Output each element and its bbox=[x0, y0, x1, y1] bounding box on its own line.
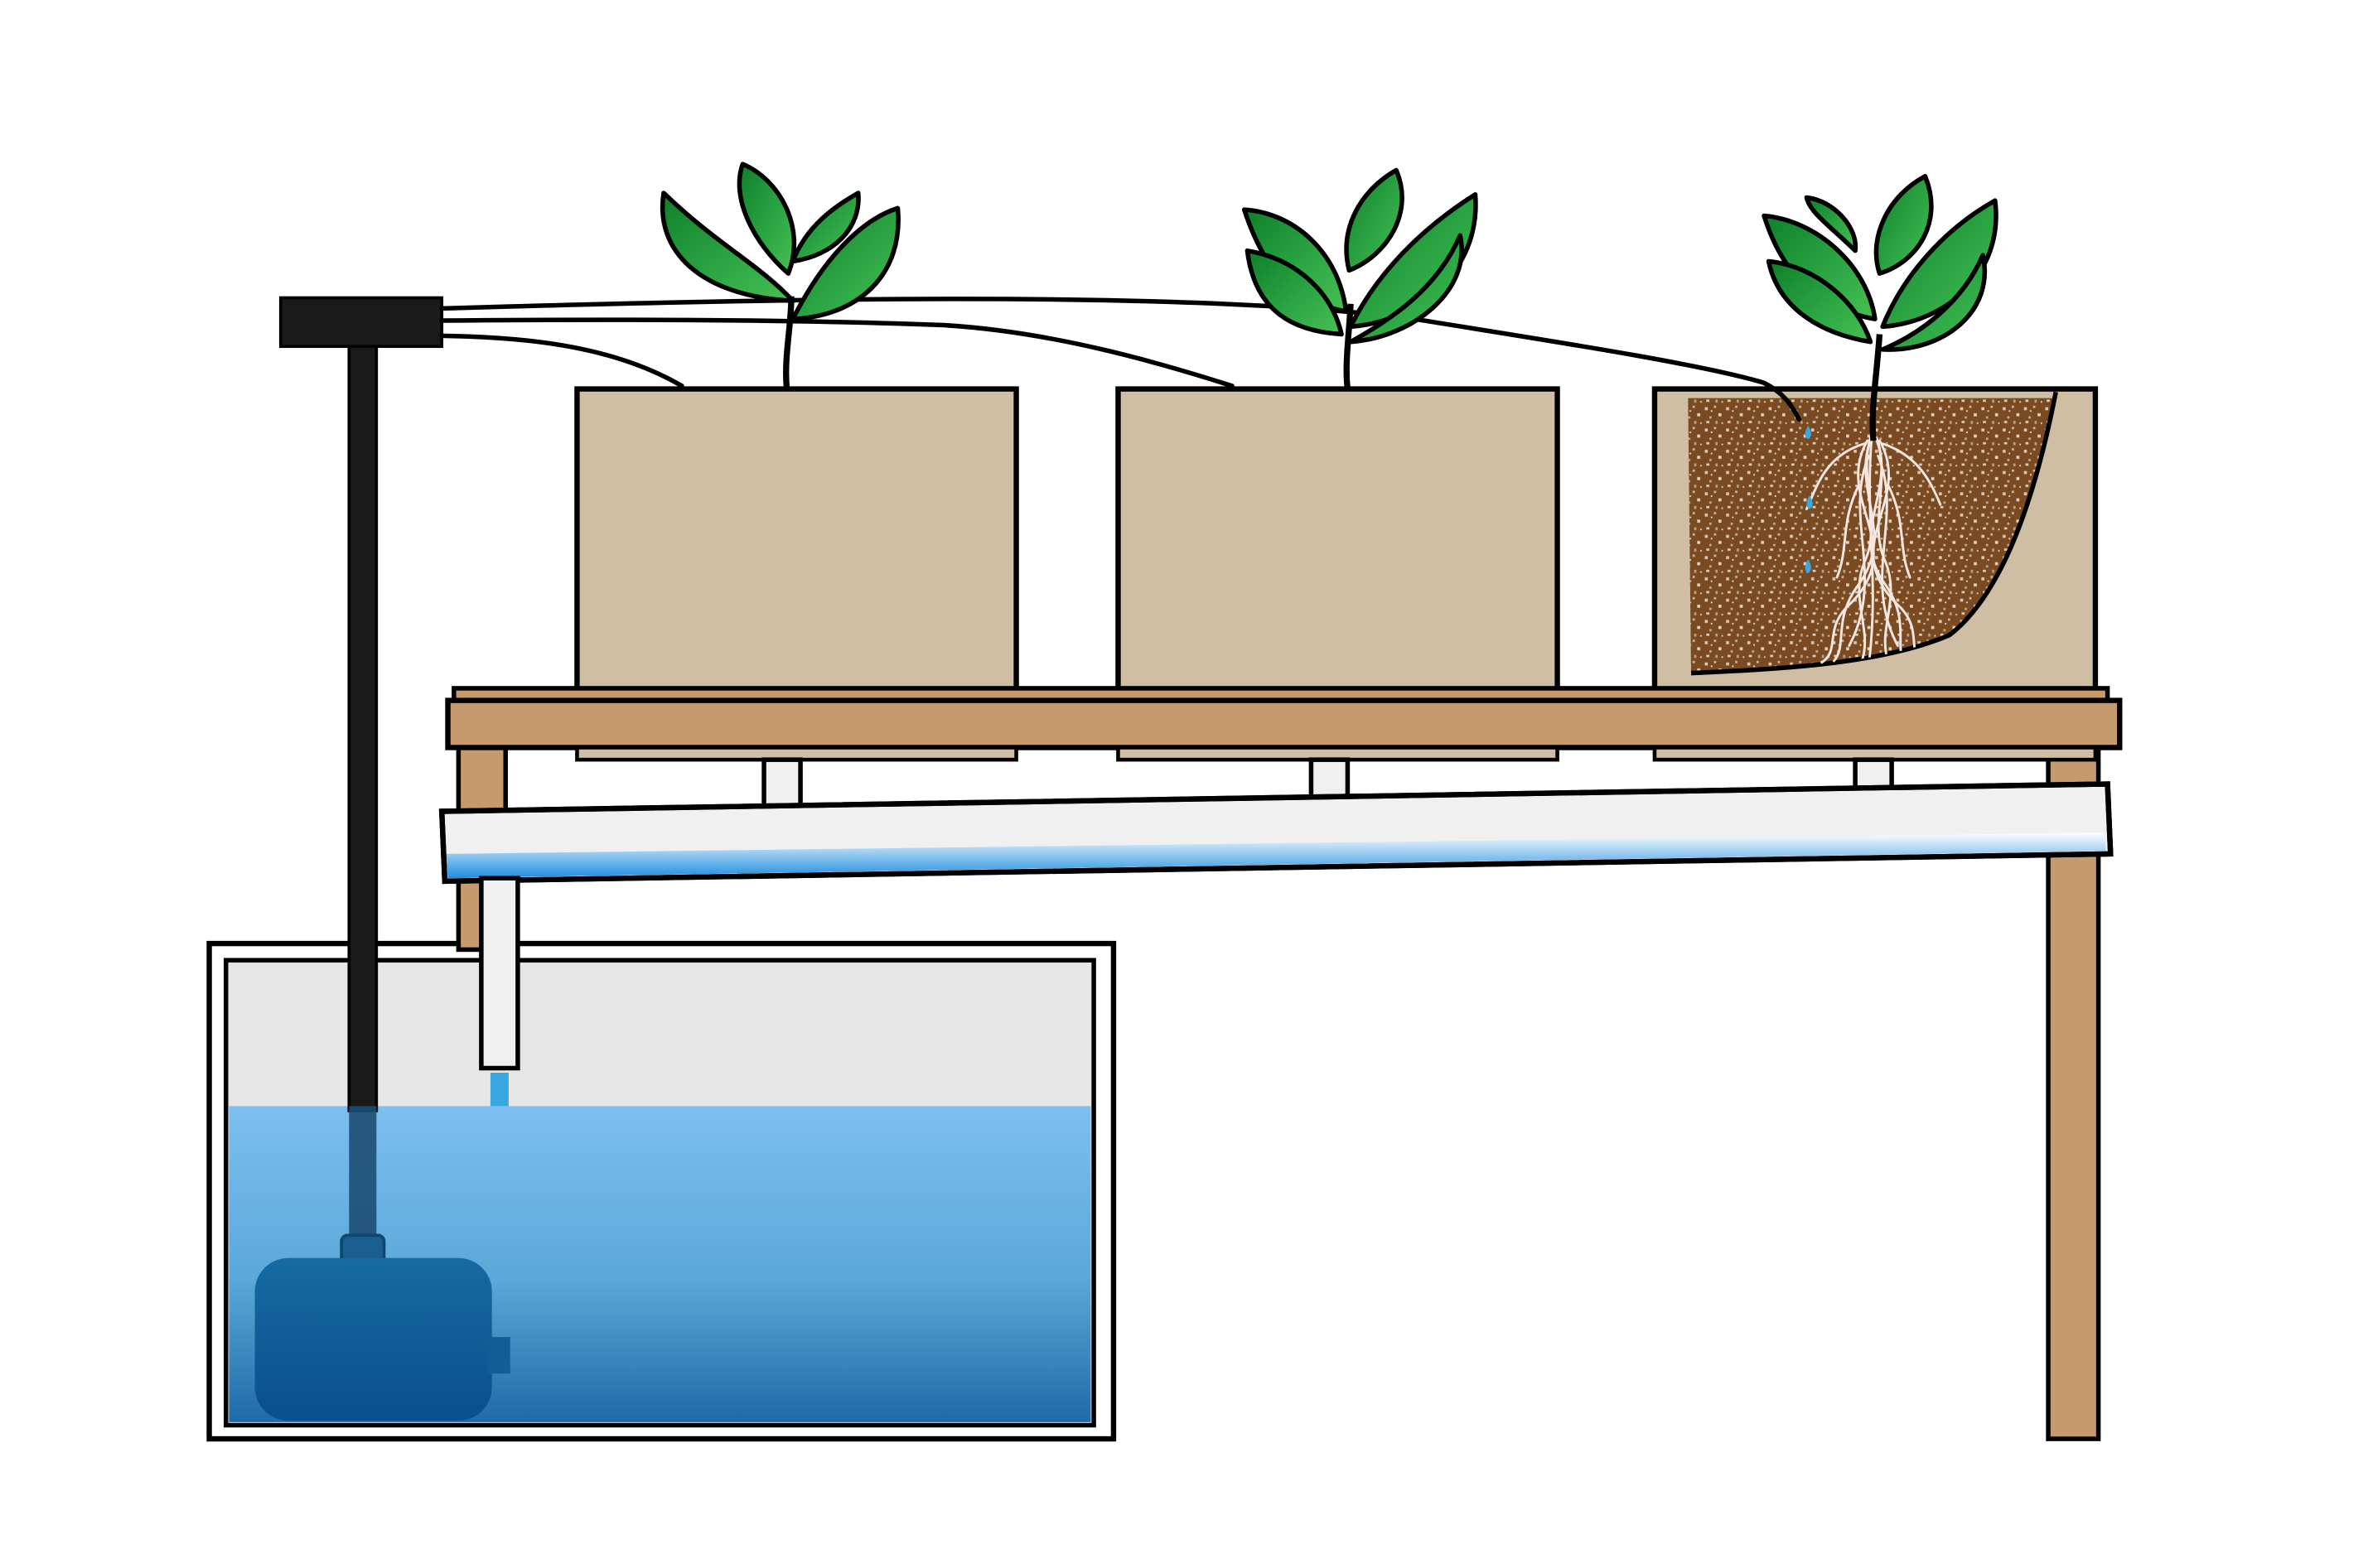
leaf bbox=[1873, 174, 1934, 276]
drip-manifold bbox=[278, 296, 444, 349]
leaf bbox=[1880, 198, 1998, 330]
water-drip bbox=[1806, 495, 1813, 509]
growing-medium-cutaway bbox=[1688, 391, 2058, 676]
water-drip bbox=[1805, 559, 1811, 573]
plant-stem bbox=[1869, 334, 1883, 441]
leaf bbox=[1766, 258, 1873, 345]
grow-containers bbox=[574, 386, 2099, 703]
leaf bbox=[790, 191, 861, 264]
leaf bbox=[1804, 195, 1858, 253]
leaf bbox=[1348, 233, 1464, 345]
water-drips bbox=[1805, 425, 1813, 573]
drip-line-1 bbox=[439, 333, 684, 388]
submersible-pump bbox=[254, 1257, 492, 1421]
leaf bbox=[1244, 248, 1344, 337]
leaf bbox=[737, 162, 797, 276]
soil-edge bbox=[1690, 391, 2058, 676]
plant-stem bbox=[783, 296, 795, 389]
grow-container-1 bbox=[574, 386, 1019, 703]
drip-line-2 bbox=[439, 317, 1235, 388]
plant-stem bbox=[1343, 303, 1354, 390]
grow-container-2 bbox=[1115, 386, 1560, 703]
leaf bbox=[660, 191, 795, 303]
drain-pipe-water bbox=[446, 832, 2106, 879]
leaf bbox=[1880, 253, 1987, 352]
water-drip bbox=[1805, 425, 1811, 440]
pump-cable-port bbox=[487, 1337, 510, 1374]
leaf bbox=[1344, 167, 1404, 273]
supply-pipe-submerged bbox=[349, 1106, 377, 1243]
table-top bbox=[445, 697, 2123, 750]
drain-return-pipe bbox=[479, 876, 520, 1071]
drain-system bbox=[438, 757, 2114, 1107]
leaf bbox=[790, 205, 901, 321]
table-leg-right bbox=[2046, 742, 2101, 1441]
table bbox=[445, 686, 2123, 762]
pump-assembly bbox=[254, 296, 510, 1421]
supply-pipe bbox=[347, 340, 379, 1112]
return-water-stream bbox=[490, 1073, 509, 1107]
plant-2 bbox=[1241, 167, 1478, 390]
plant-3 bbox=[1762, 174, 1998, 441]
plant-roots bbox=[1805, 432, 1942, 666]
plant-1 bbox=[660, 162, 901, 389]
